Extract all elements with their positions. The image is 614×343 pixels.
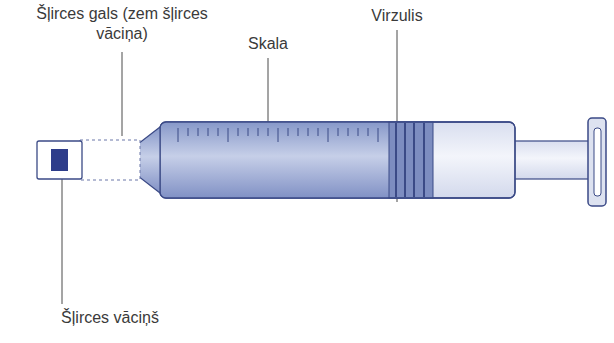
scale-ticks xyxy=(178,128,378,142)
barrel-neck xyxy=(138,127,160,193)
syringe-tip xyxy=(80,140,140,180)
part-label: Šļirces gals (zem šļirces vāciņa) xyxy=(35,4,210,44)
plunger-flange xyxy=(588,118,606,206)
stopper-rings xyxy=(396,123,424,197)
part-label: Skala xyxy=(248,34,288,54)
flange-slot xyxy=(594,128,601,196)
cap-insert xyxy=(51,149,68,171)
part-label: Virzulis xyxy=(371,6,422,26)
part-label: Šļirces vāciņš xyxy=(61,308,159,328)
leader-lines xyxy=(62,30,397,304)
plunger-stopper xyxy=(389,122,433,198)
barrel xyxy=(160,122,515,198)
barrel-liquid xyxy=(160,122,392,198)
syringe-cap xyxy=(37,141,82,179)
